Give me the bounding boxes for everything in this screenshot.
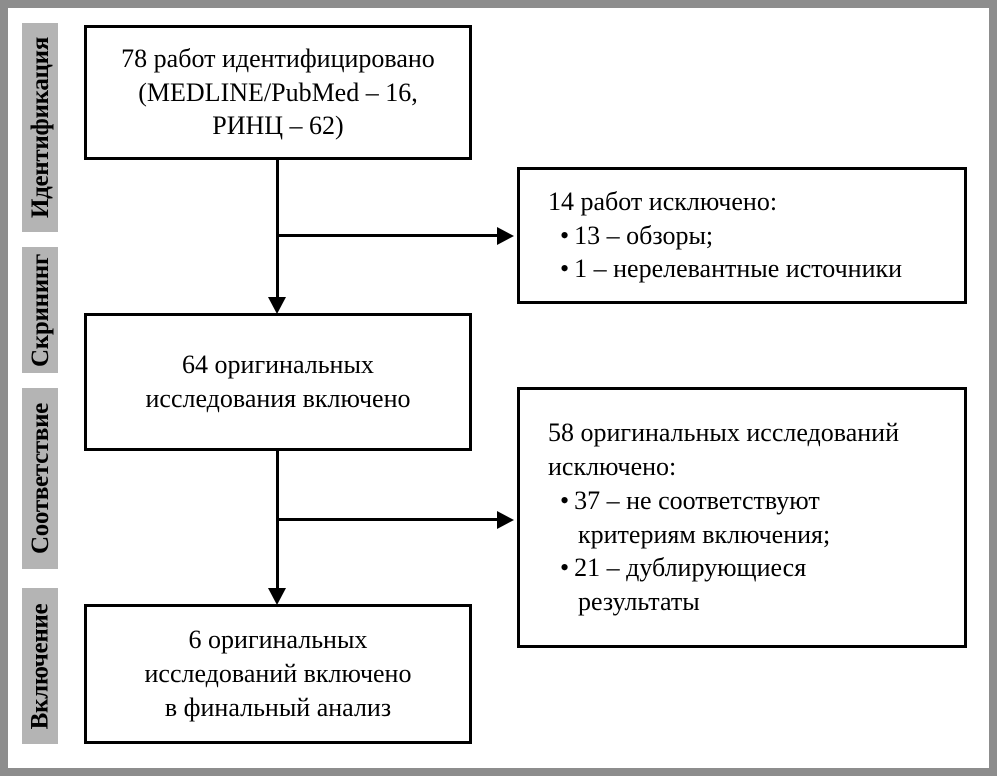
box-originals-excluded-heading-1: 58 оригинальных исследований <box>548 418 899 448</box>
box-originals-excluded-heading-2: исключено: <box>548 451 677 481</box>
box-originals-excluded-item-2: •21 – дублирующиеся <box>548 551 950 585</box>
stage-label-screening: Скрининг <box>26 253 54 367</box>
connector-to-originals-excluded <box>276 518 498 521</box>
box-originals-included-line-2: исследования включено <box>145 384 411 413</box>
bullet-icon: • <box>560 553 570 583</box>
box-originals-excluded: 58 оригинальных исследований исключено: … <box>517 387 967 648</box>
box-records-identified: 78 работ идентифицировано (MEDLINE/PubMe… <box>84 25 472 160</box>
arrowhead-included-to-final <box>268 588 286 605</box>
bullet-icon: • <box>560 254 570 284</box>
arrowhead-identified-to-included <box>268 297 286 314</box>
box-originals-excluded-item-2-text: 21 – дублирующиеся <box>574 553 807 583</box>
arrowhead-to-originals-excluded <box>497 511 514 529</box>
box-originals-excluded-item-2-cont: результаты <box>578 587 700 617</box>
stage-label-identification: Идентификация <box>26 37 54 218</box>
box-originals-excluded-item-1-cont: критериям включения; <box>578 519 831 549</box>
connector-identified-to-included <box>276 160 279 299</box>
box-final-analysis-line-2: исследований включено <box>144 659 412 689</box>
box-final-analysis-line-1: 6 оригинальных <box>188 625 368 655</box>
box-records-excluded-item-2-text: 1 – нерелевантные источники <box>574 254 903 284</box>
box-records-excluded-item-1-text: 13 – обзоры; <box>574 220 714 250</box>
box-originals-excluded-item-1: •37 – не соответствуют <box>548 484 950 518</box>
box-originals-excluded-item-1-text: 37 – не соответствуют <box>574 485 820 515</box>
stage-bar-identification: Идентификация <box>22 23 58 232</box>
arrowhead-to-records-excluded <box>497 227 514 245</box>
box-final-analysis: 6 оригинальных исследований включено в ф… <box>84 604 472 744</box>
stage-bar-screening: Скрининг <box>22 247 58 373</box>
connector-to-records-excluded <box>276 234 498 237</box>
box-records-excluded-item-2: •1 – нерелевантные источники <box>548 252 950 286</box>
box-records-identified-line-3: РИНЦ – 62) <box>212 111 344 141</box>
box-originals-included: 64 оригинальных исследования включено <box>84 313 472 451</box>
box-records-excluded-item-1: •13 – обзоры; <box>548 219 950 253</box>
box-records-identified-line-2: (MEDLINE/PubMed – 16, <box>138 77 418 107</box>
stage-label-inclusion: Включение <box>26 603 54 729</box>
bullet-icon: • <box>560 485 570 515</box>
stage-bar-inclusion: Включение <box>22 588 58 744</box>
box-records-excluded: 14 работ исключено: •13 – обзоры; •1 – н… <box>517 167 967 304</box>
box-records-excluded-heading: 14 работ исключено: <box>548 186 778 216</box>
box-final-analysis-line-3: в финальный анализ <box>164 692 392 722</box>
box-originals-included-line-1: 64 оригинальных <box>182 350 374 380</box>
stage-bar-eligibility: Соответствие <box>22 388 58 569</box>
stage-label-eligibility: Соответствие <box>26 403 54 554</box>
box-records-identified-line-1: 78 работ идентифицировано <box>121 43 435 73</box>
bullet-icon: • <box>560 220 570 250</box>
